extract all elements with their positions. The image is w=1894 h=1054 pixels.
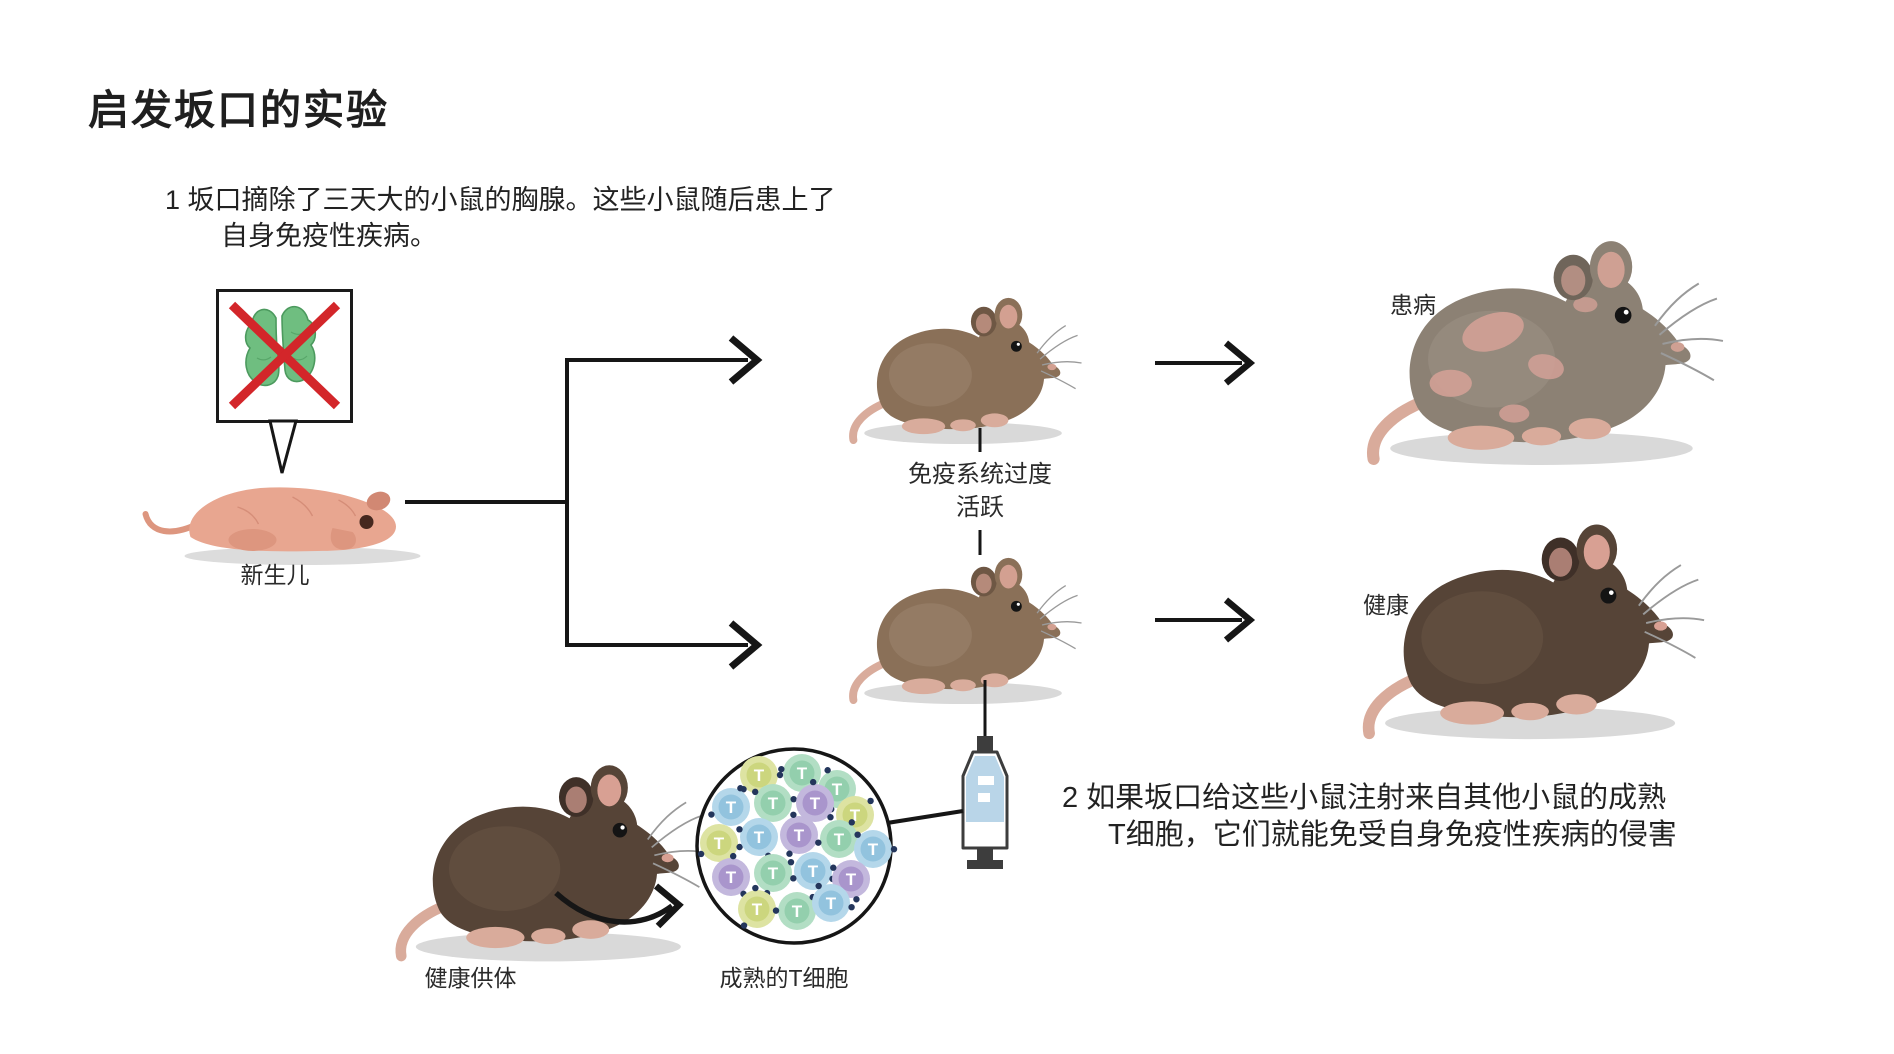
svg-text:T: T [794, 826, 805, 845]
svg-text:T: T [768, 794, 779, 813]
newborn-mouse-illustration [140, 452, 445, 570]
healthy-mouse-illustration [1348, 510, 1718, 742]
healthy-label: 健康 [1363, 592, 1409, 618]
thymectomized-mouse-top [830, 288, 1100, 446]
syringe-icon [950, 680, 1060, 870]
svg-text:T: T [754, 766, 765, 785]
svg-text:T: T [808, 862, 819, 881]
svg-text:T: T [846, 870, 857, 889]
thymus-crossed-icon [228, 301, 341, 410]
healthy-donor-mouse-illustration [392, 752, 710, 964]
svg-text:T: T [832, 780, 843, 799]
mature-t-cells-circle: T T T T T [679, 731, 909, 961]
svg-text:T: T [810, 794, 821, 813]
svg-text:T: T [726, 868, 737, 887]
page-title: 启发坂口的实验 [88, 87, 389, 133]
overactive-immune-label: 免疫系统过度 活跃 [870, 458, 1090, 524]
thymus-removed-callout [216, 289, 353, 423]
thymectomized-mouse-bottom [830, 548, 1100, 706]
svg-text:T: T [834, 830, 845, 849]
step1-text-line2: 自身免疫性疾病。 [221, 221, 437, 251]
svg-text:T: T [826, 894, 837, 913]
svg-text:T: T [726, 798, 737, 817]
sick-label: 患病 [1390, 292, 1436, 318]
svg-text:T: T [752, 900, 763, 919]
overactive-line1: 免疫系统过度 [908, 461, 1052, 488]
svg-text:T: T [797, 764, 808, 783]
step2-text-line1: 2 如果坂口给这些小鼠注射来自其他小鼠的成熟 [1062, 782, 1667, 814]
mature-t-cells-label: 成熟的T细胞 [719, 965, 849, 991]
svg-text:T: T [792, 902, 803, 921]
healthy-donor-label: 健康供体 [424, 965, 517, 991]
svg-text:T: T [850, 806, 861, 825]
step1-text-line1: 1 坂口摘除了三天大的小鼠的胸腺。这些小鼠随后患上了 [165, 185, 836, 215]
svg-text:T: T [754, 828, 765, 847]
step2-text-line2: T细胞，它们就能免受自身免疫性疾病的侵害 [1108, 819, 1677, 851]
t-cell-cluster: T T T T T [697, 754, 898, 930]
svg-text:T: T [714, 834, 725, 853]
svg-text:T: T [768, 864, 779, 883]
svg-text:T: T [868, 840, 879, 859]
sick-mouse-illustration [1352, 226, 1737, 468]
newborn-label: 新生儿 [240, 562, 310, 588]
overactive-line2: 活跃 [956, 494, 1004, 521]
